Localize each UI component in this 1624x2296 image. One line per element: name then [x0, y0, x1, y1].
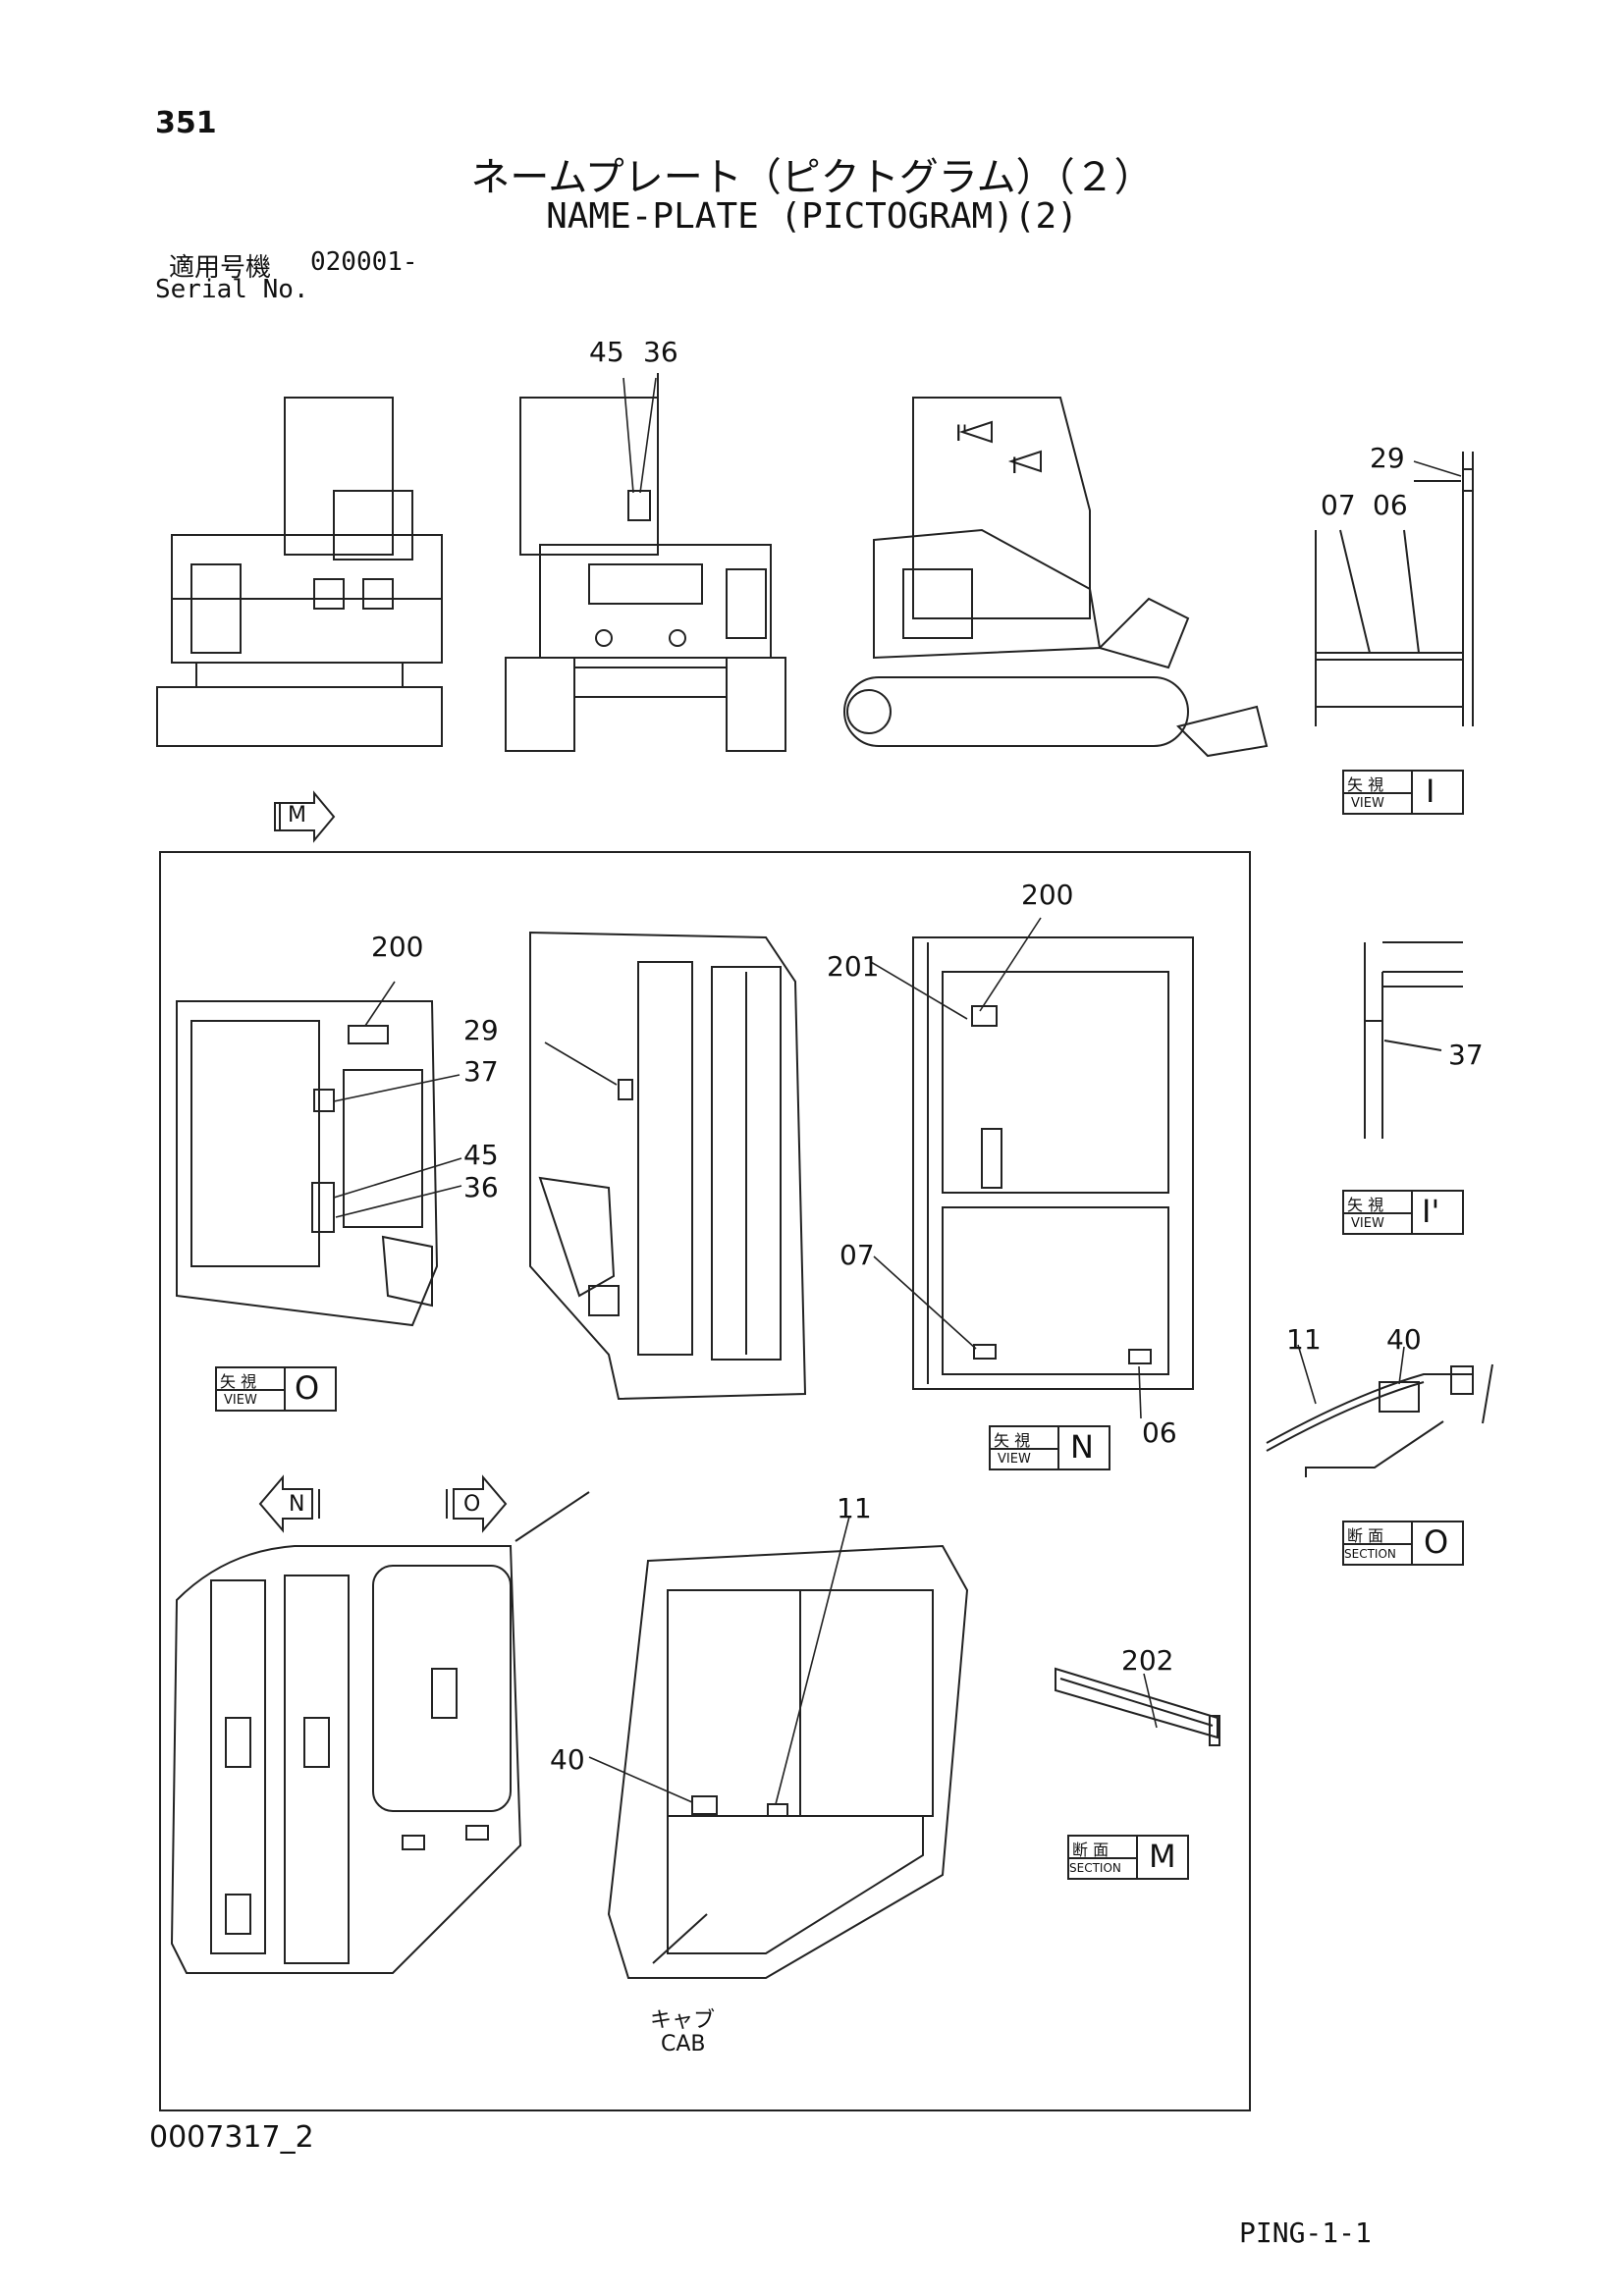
- view-i-prime-detail: [1364, 941, 1463, 1139]
- arrow-m-label: M: [288, 803, 306, 828]
- view-i-prime-en: VIEW: [1351, 1216, 1384, 1231]
- cab-perspective-left: [170, 1491, 590, 1974]
- callout-200-n: 200: [1021, 879, 1074, 911]
- view-o-letter: O: [295, 1369, 320, 1407]
- callout-45-cab: 45: [463, 1139, 499, 1171]
- callout-40: 40: [1386, 1323, 1422, 1356]
- view-n-jp: 矢 視: [994, 1431, 1031, 1450]
- view-o-en: VIEW: [224, 1393, 257, 1408]
- callout-200: 200: [371, 931, 424, 963]
- view-i-detail: [1315, 452, 1474, 726]
- leader-lines: [333, 377, 1462, 1805]
- view-n-letter: N: [1070, 1428, 1094, 1466]
- section-o-jp: 断 面: [1347, 1526, 1384, 1545]
- section-m-letter: M: [1149, 1838, 1176, 1875]
- cab-side-view: [529, 931, 807, 1401]
- page-number: 351: [155, 106, 217, 140]
- section-m-jp: 断 面: [1072, 1841, 1110, 1859]
- section-m-box: [1067, 1835, 1189, 1880]
- cab-view-o: [176, 1000, 439, 1327]
- view-o-box: [215, 1366, 337, 1412]
- cab-view-n: [912, 936, 1194, 1390]
- view-i-jp: 矢 視: [1347, 775, 1384, 794]
- view-o-jp: 矢 視: [220, 1372, 257, 1391]
- view-i-prime-box: [1342, 1190, 1464, 1235]
- callout-06: 06: [1373, 489, 1408, 521]
- view-n-en: VIEW: [998, 1452, 1031, 1467]
- callout-201: 201: [827, 950, 880, 983]
- cab-label-japanese: キャブ: [650, 2008, 716, 2033]
- callout-11: 11: [1286, 1323, 1322, 1356]
- callout-07: 07: [1321, 489, 1356, 521]
- excavator-front-view: [505, 373, 786, 752]
- callout-40-cab: 40: [550, 1743, 585, 1776]
- drawing-number: 0007317_2: [149, 2120, 314, 2155]
- section-m-detail: [1055, 1667, 1220, 1746]
- arrow-i-label: I: [1011, 454, 1018, 479]
- callout-29: 29: [1370, 442, 1405, 474]
- view-n-box: [989, 1425, 1110, 1470]
- page-code: PING-1-1: [1239, 2216, 1372, 2249]
- view-i-letter: I: [1426, 773, 1435, 810]
- serial-label-english: Serial No.: [155, 275, 309, 304]
- section-o-letter: O: [1424, 1523, 1449, 1561]
- section-o-box: [1342, 1521, 1464, 1566]
- excavator-rear-view: [156, 397, 443, 747]
- arrow-n: [258, 1474, 320, 1533]
- callout-36: 36: [643, 336, 678, 368]
- section-m-en: SECTION: [1069, 1861, 1121, 1875]
- section-o-detail: [1266, 1363, 1493, 1477]
- callout-07-n: 07: [839, 1239, 875, 1271]
- view-i-prime-letter: I': [1422, 1193, 1440, 1230]
- cab-perspective-middle: [607, 1544, 969, 1979]
- excavator-side-view: [843, 397, 1269, 758]
- callout-45: 45: [589, 336, 624, 368]
- title-english: NAME-PLATE (PICTOGRAM)(2): [546, 196, 1078, 237]
- arrow-o-label: O: [463, 1492, 481, 1517]
- arrow-o: [446, 1474, 508, 1533]
- main-frame: [159, 851, 1251, 2111]
- callout-37: 37: [463, 1055, 499, 1088]
- title-japanese: ネームプレート（ピクトグラム）（２）: [470, 155, 1154, 200]
- serial-value: 020001-: [310, 247, 418, 277]
- serial-label-japanese: 適用号機: [169, 253, 272, 283]
- view-i-prime-jp: 矢 視: [1347, 1196, 1384, 1214]
- section-o-en: SECTION: [1344, 1547, 1396, 1561]
- cab-label-english: CAB: [661, 2032, 706, 2056]
- arrow-n-label: N: [289, 1492, 305, 1517]
- callout-202: 202: [1121, 1644, 1174, 1677]
- callout-29-cab: 29: [463, 1014, 499, 1046]
- view-i-en: VIEW: [1351, 796, 1384, 811]
- callout-37-detail: 37: [1448, 1039, 1484, 1071]
- callout-36-cab: 36: [463, 1171, 499, 1203]
- arrow-i-prime-label: I': [955, 422, 968, 447]
- arrow-m: [274, 790, 336, 843]
- callout-11-cab: 11: [837, 1492, 872, 1524]
- view-i-box: [1342, 770, 1464, 815]
- callout-06-n: 06: [1142, 1416, 1177, 1449]
